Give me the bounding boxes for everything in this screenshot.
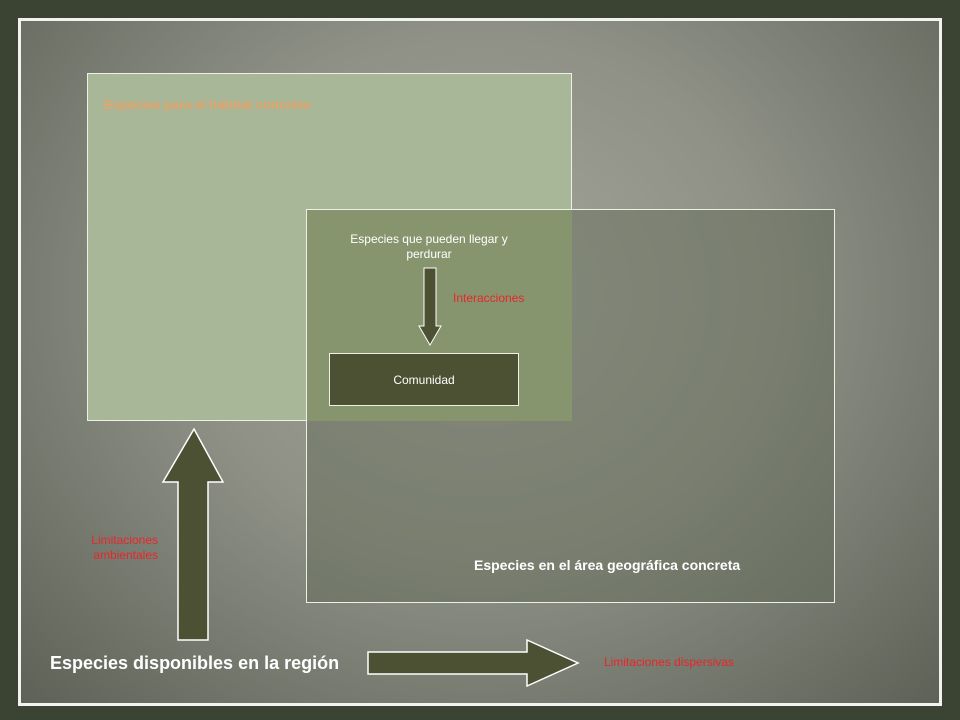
geographic-area-title: Especies en el área geográfica concreta (474, 557, 741, 573)
regional-species-label: Especies disponibles en la región (50, 653, 340, 673)
reach-and-persist-label: Especies que pueden llegar y perdurar (350, 232, 508, 261)
environmental-constraints-label: Limitaciones ambientales (91, 533, 158, 562)
community-box: Comunidad (329, 353, 519, 406)
habitat-title: Especies para el hábitat concreto (104, 97, 311, 112)
dispersal-constraints-label: Limitaciones dispersivas (604, 655, 735, 669)
interactions-label: Interacciones (453, 291, 525, 305)
